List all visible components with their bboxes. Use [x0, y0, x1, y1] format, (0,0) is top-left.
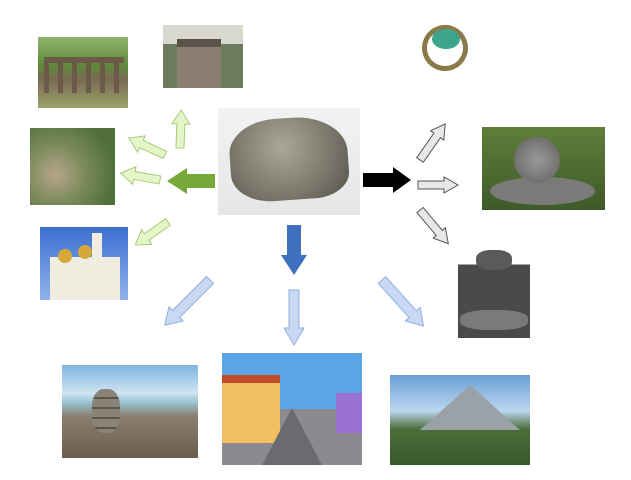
light-green-arrow — [170, 109, 191, 149]
viaduct-image — [38, 37, 128, 108]
rock-garden-image — [30, 128, 115, 205]
ring-image — [410, 15, 480, 80]
cobblestone-street-image — [222, 353, 362, 465]
grey-arrow — [417, 176, 460, 194]
grey-arrow — [416, 206, 449, 245]
blue-arrow-down — [281, 225, 307, 275]
light-blue-arrow — [164, 275, 215, 326]
green-arrow-left — [167, 168, 215, 194]
fountain-image — [458, 240, 530, 338]
light-blue-arrow — [283, 289, 305, 346]
church-image — [40, 227, 128, 300]
snail-sculpture-image — [482, 127, 605, 210]
light-green-arrow — [134, 218, 171, 246]
stone-house-image — [163, 25, 243, 88]
rock-image — [218, 108, 360, 215]
black-arrow-right — [363, 167, 411, 193]
grey-arrow — [416, 123, 446, 163]
mountains-image — [390, 375, 530, 465]
light-green-arrow — [119, 165, 162, 186]
light-green-arrow — [127, 135, 168, 160]
stone-cairn-image — [62, 365, 198, 458]
light-blue-arrow — [377, 275, 425, 327]
